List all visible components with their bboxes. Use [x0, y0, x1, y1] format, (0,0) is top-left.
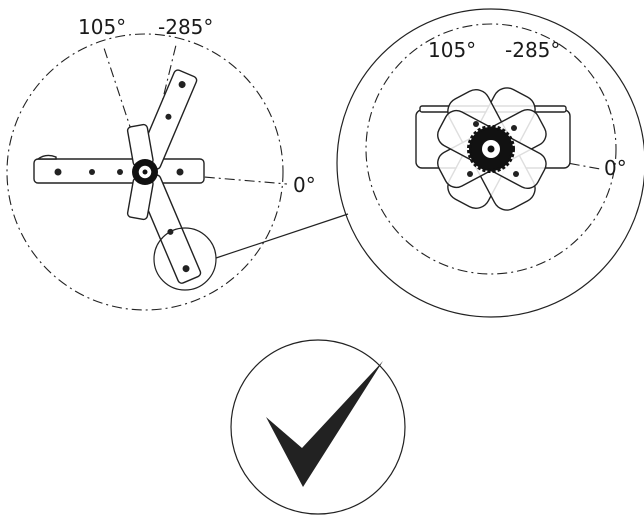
zoom-circle — [336, 8, 644, 318]
fixture-arm-right — [151, 158, 205, 184]
screw-4 — [513, 171, 519, 177]
checkmark-badge — [230, 339, 406, 515]
hub-center — [142, 169, 148, 175]
rotation-circle-left — [6, 33, 284, 311]
zoom-connector-line — [215, 213, 349, 259]
angle-zero-label: 0° — [293, 173, 316, 197]
zoom-diagram: 105° -285° 0° — [336, 8, 644, 318]
rotation-circle-zoom — [365, 23, 617, 275]
zoom-angle-neg285-label: -285° — [505, 38, 560, 62]
screw-3 — [467, 171, 473, 177]
zoom-callout-circle — [153, 227, 217, 291]
screw-1 — [473, 121, 479, 127]
fixture-arm-left — [33, 154, 139, 184]
angle-105-label: 105° — [78, 15, 126, 39]
left-diagram: 105° -285° 0° — [6, 15, 316, 311]
zoom-angle-105-label: 105° — [428, 38, 476, 62]
zoom-angle-zero-label: 0° — [604, 156, 627, 180]
checkmark-icon — [266, 361, 383, 487]
zoom-gear-teeth — [467, 125, 515, 173]
screw-2 — [511, 125, 517, 131]
checkmark-circle — [230, 339, 406, 515]
zoom-gear-center — [487, 145, 495, 153]
angle-neg285-label: -285° — [158, 15, 213, 39]
